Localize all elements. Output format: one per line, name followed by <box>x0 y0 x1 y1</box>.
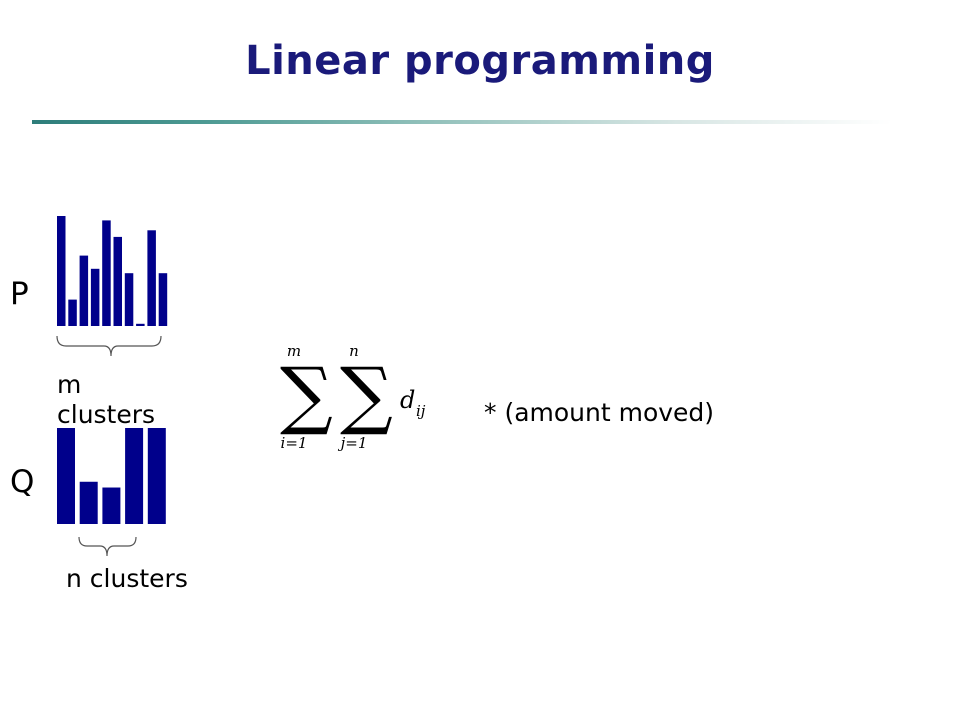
sum-i-sigma: ∑ <box>280 352 333 438</box>
histogram-bar <box>124 273 134 326</box>
earth-movers-distance-formula: m ∑ i=1 n ∑ j=1 d ij <box>280 342 426 452</box>
slide-title: Linear programming <box>245 38 715 84</box>
signature-q-caption: n clusters <box>66 564 188 593</box>
signature-p-caption: m clusters <box>57 370 156 426</box>
signature-p-label: P <box>10 276 29 312</box>
formula-suffix: * (amount moved) <box>484 398 715 427</box>
histogram-bar <box>158 273 168 326</box>
histogram-bar <box>147 230 156 326</box>
distance-term: d <box>400 386 415 414</box>
sum-j-lower-bound: j=1 <box>338 434 368 452</box>
sum-j-upper-bound: n <box>349 342 359 360</box>
histogram-bar <box>57 216 66 326</box>
histogram-bar <box>90 268 100 326</box>
signature-q-label: Q <box>10 464 35 500</box>
histogram-bar <box>79 255 89 326</box>
distance-term-subscript: ij <box>416 402 426 420</box>
histogram-bar <box>68 299 77 326</box>
histogram-bar <box>102 220 111 326</box>
histogram-bar <box>113 236 122 326</box>
sum-i-upper-bound: m <box>287 342 301 360</box>
histogram-bar <box>136 323 145 326</box>
signature-p-bars <box>57 216 168 326</box>
signature-p-brace <box>56 335 162 357</box>
title-divider <box>32 120 892 124</box>
sum-i-lower-bound: i=1 <box>281 434 308 452</box>
sum-j-sigma: ∑ <box>340 352 393 438</box>
